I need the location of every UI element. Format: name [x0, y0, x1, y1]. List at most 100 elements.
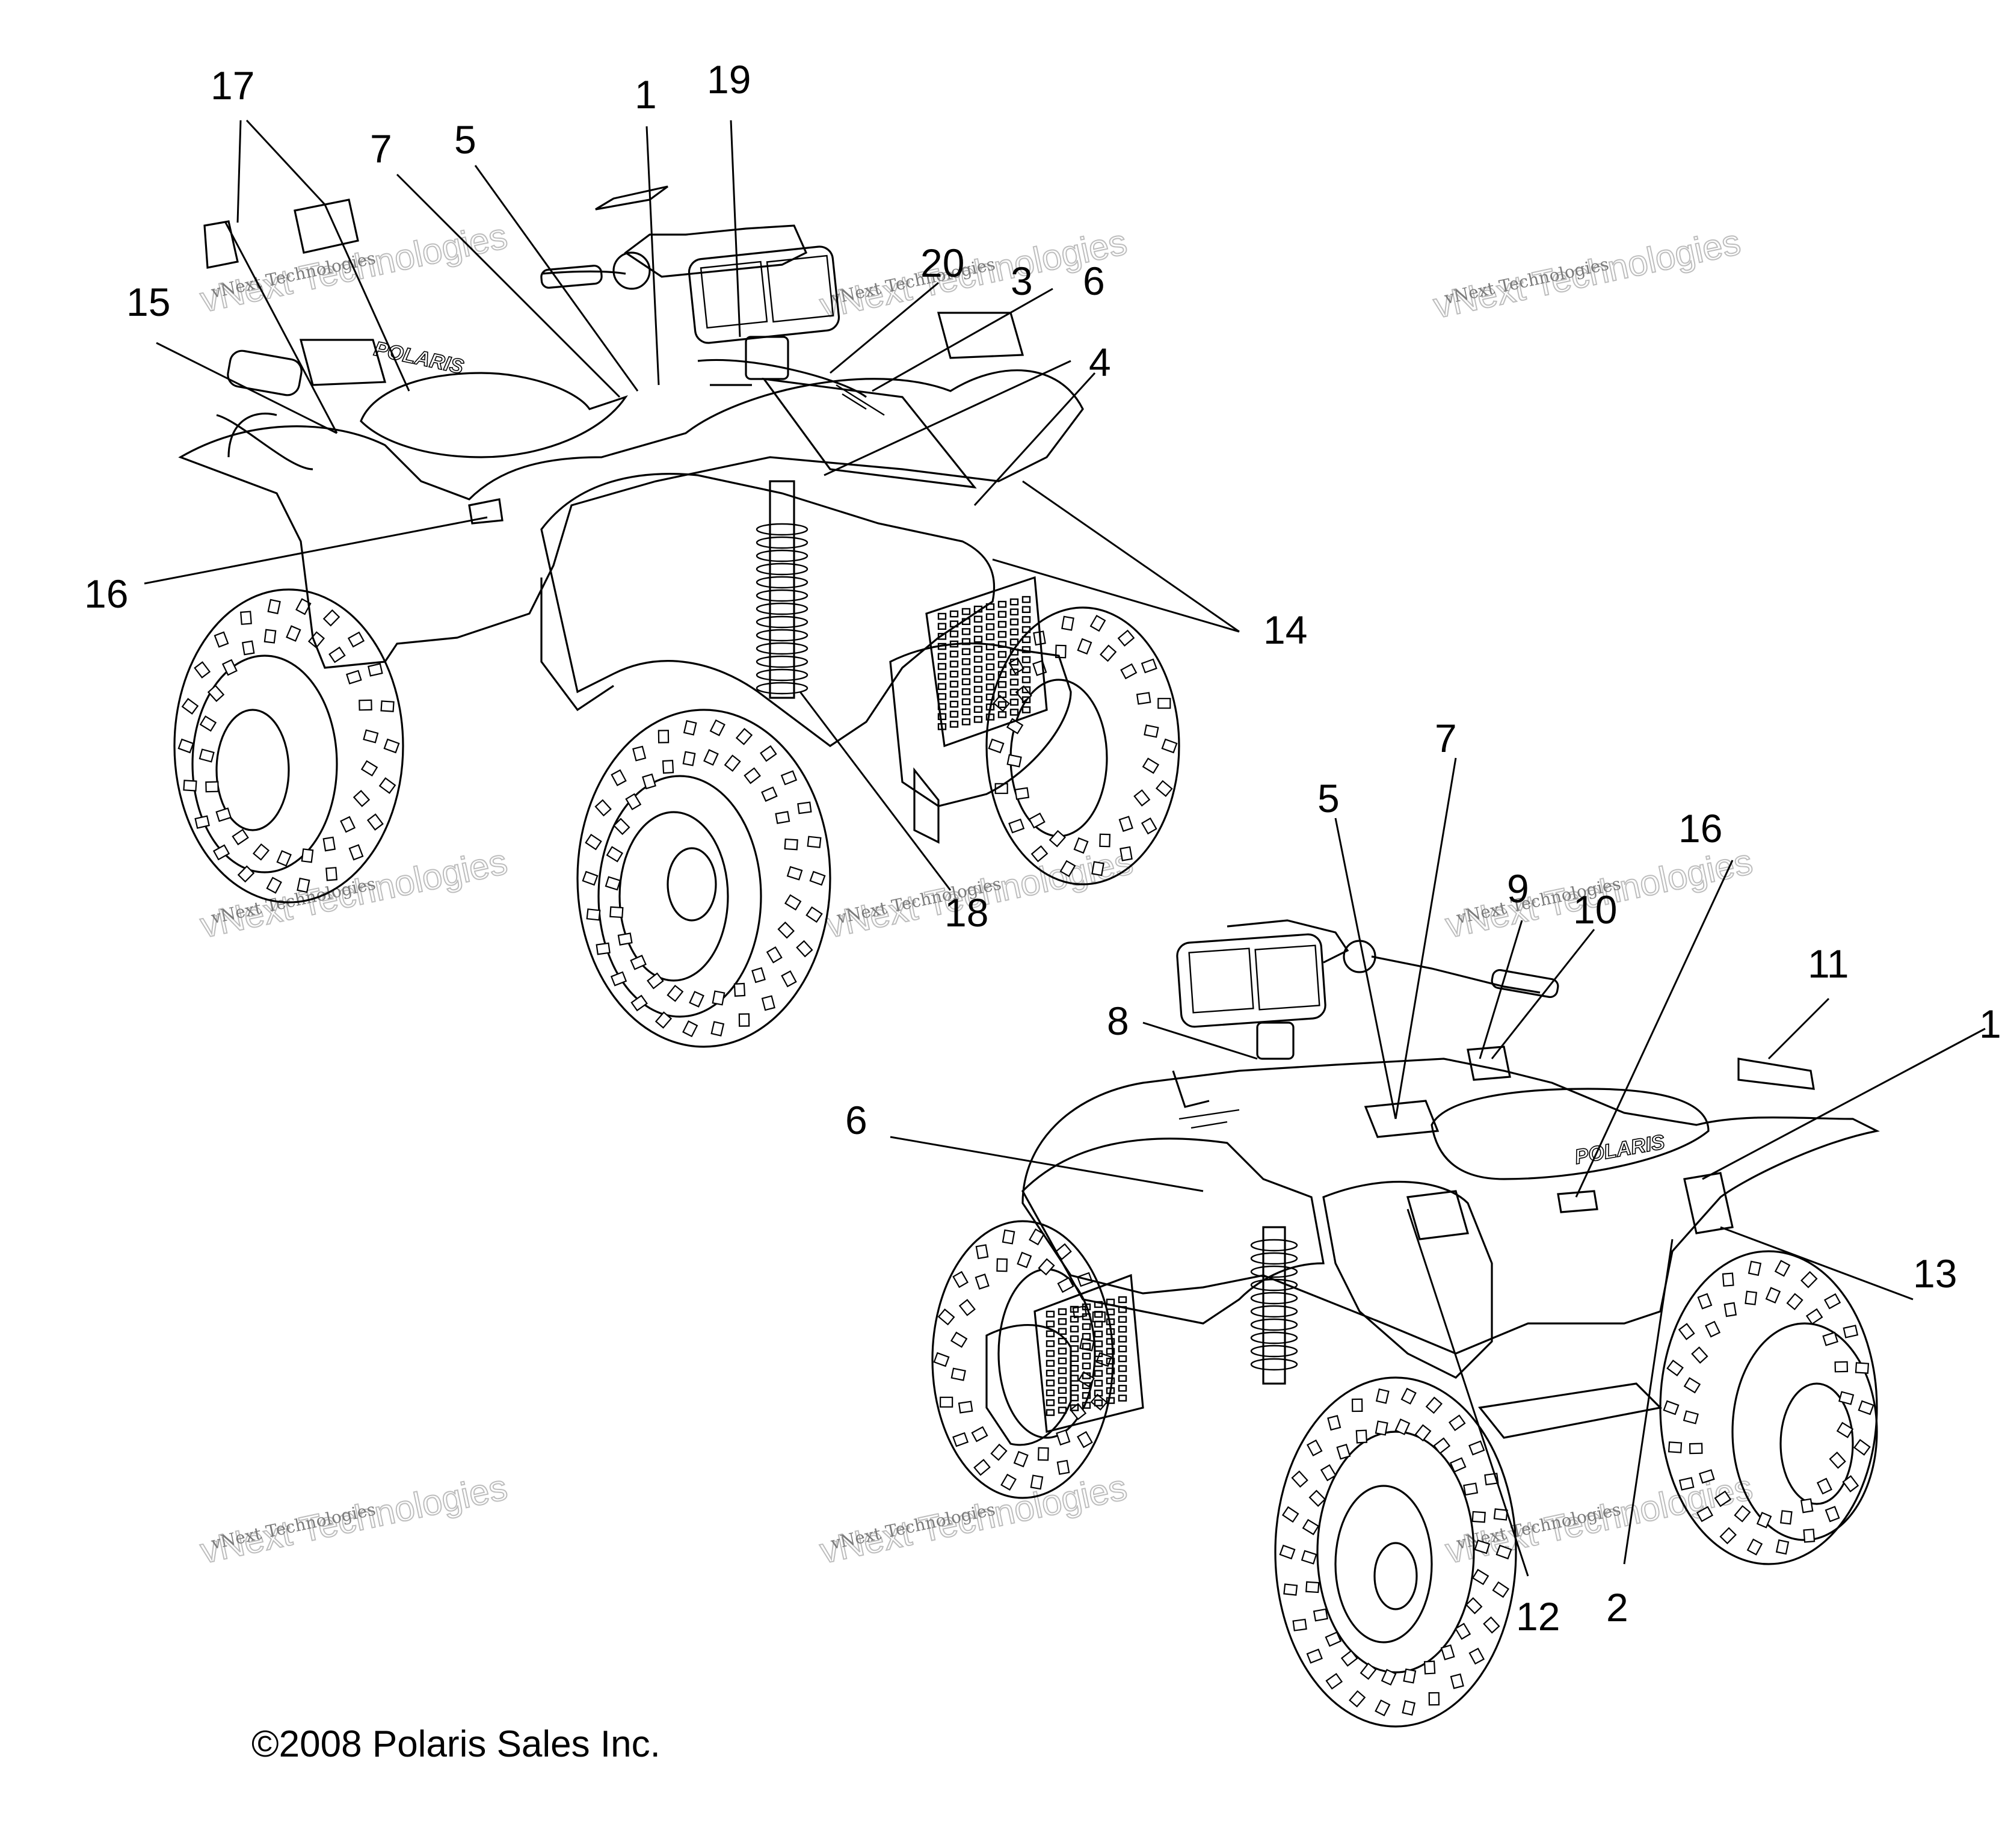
grille-slot	[1009, 638, 1019, 646]
tire-lug	[805, 906, 823, 923]
tire-lug	[1779, 1510, 1793, 1525]
tire-lug	[346, 670, 362, 685]
tire-lug	[1463, 1482, 1479, 1496]
tire-lug	[682, 751, 696, 766]
tire-lug	[353, 790, 371, 807]
grille-slot	[1021, 596, 1031, 603]
tire-lug	[1099, 833, 1111, 848]
tire-lug	[1117, 629, 1135, 647]
tire-lug	[1683, 1410, 1699, 1424]
callout-6: 6	[1083, 259, 1105, 303]
grille-slot	[1106, 1367, 1115, 1375]
tire-lug	[1029, 1228, 1045, 1246]
tire-lug	[662, 760, 674, 774]
grille-slot	[1070, 1364, 1079, 1372]
grille-slot	[973, 665, 983, 673]
tire-lug	[667, 984, 684, 1002]
tire-lug	[1423, 1660, 1436, 1675]
grille-slot	[949, 700, 959, 708]
tire-lug	[359, 699, 372, 711]
grille-slot	[1106, 1348, 1115, 1355]
callout-7: 7	[1435, 716, 1457, 760]
grille-slot	[1021, 686, 1031, 694]
tire-lug	[990, 1443, 1008, 1461]
shock-absorber	[756, 480, 808, 699]
grille-slot	[1106, 1318, 1115, 1325]
copyright-text: ©2008 Polaris Sales Inc.	[251, 1723, 661, 1765]
spring-coil	[756, 549, 808, 562]
tire-lug	[1375, 1420, 1388, 1436]
tire-lug	[1320, 1464, 1337, 1482]
tire-lug	[1281, 1506, 1299, 1523]
grille-slot	[1094, 1379, 1103, 1387]
tire-lug	[703, 749, 719, 766]
tire-lug	[368, 663, 383, 677]
grille-slot	[1021, 676, 1031, 683]
grille-slot	[961, 678, 971, 686]
grille-slot	[937, 633, 947, 640]
watermark: vNext Technologies vNext Technologies	[816, 1466, 1131, 1571]
tire-lug	[1120, 846, 1133, 861]
grille-slot	[949, 661, 959, 668]
tire-lug	[1349, 1690, 1366, 1708]
grille-slot	[1094, 1360, 1103, 1367]
decal-13	[1683, 1172, 1734, 1234]
tire-lug	[322, 836, 336, 852]
tire-lug	[712, 990, 725, 1006]
grille-slot	[973, 635, 983, 643]
grille-slot	[1118, 1296, 1127, 1304]
grille-slot	[1009, 658, 1019, 666]
fuel-tank-edge	[697, 359, 867, 398]
tire-lug	[297, 877, 310, 893]
tire-lug	[950, 1367, 966, 1381]
tire-lug	[237, 865, 255, 883]
grille-slot	[937, 723, 947, 730]
tire-lug	[1305, 1581, 1320, 1594]
tire-lug	[183, 780, 197, 792]
tire-lug	[1775, 1539, 1790, 1555]
grille-slot	[949, 670, 959, 678]
tire-lug	[1013, 1450, 1029, 1468]
rear-right-wheel	[1659, 1250, 1878, 1565]
tire-lug	[1474, 1539, 1491, 1554]
tire-lug	[1073, 837, 1089, 854]
tire-lug	[632, 745, 647, 762]
tire-lug	[993, 695, 1011, 712]
tire-lug	[760, 745, 777, 762]
tire-lug	[1002, 1229, 1015, 1245]
callout-5: 5	[454, 117, 476, 162]
tire-lug	[1468, 1647, 1485, 1665]
spring-coil	[1250, 1305, 1298, 1318]
tire-lug	[1450, 1673, 1464, 1689]
tire-lug	[1425, 1396, 1443, 1414]
grille-slot	[973, 695, 983, 703]
tire-lug	[286, 625, 301, 642]
grille-slot	[1070, 1325, 1079, 1332]
spring-coil	[756, 655, 808, 668]
front-fender	[540, 473, 996, 747]
tire-lug	[1375, 1388, 1390, 1404]
vent-slots	[836, 384, 885, 416]
tire-lug	[1308, 1489, 1326, 1508]
tire-lug	[1028, 812, 1046, 829]
tire-lug	[1455, 1622, 1471, 1640]
tire-lug	[613, 818, 630, 836]
spring-coil	[1250, 1358, 1298, 1371]
tire-lug	[241, 640, 255, 656]
spring-coil	[1250, 1239, 1298, 1252]
tire-lug	[751, 967, 766, 984]
grille-slot	[937, 612, 947, 620]
grille-slot	[1094, 1340, 1103, 1348]
tire-lug	[1678, 1323, 1695, 1340]
grille-slot	[949, 620, 959, 628]
tire-lug	[683, 719, 697, 736]
grille-slot	[1106, 1338, 1115, 1345]
grille-slot	[985, 703, 995, 711]
tire-lug	[1803, 1529, 1816, 1543]
grille-slot	[1058, 1357, 1067, 1365]
spring-coil	[756, 629, 808, 642]
radiator-grille	[925, 576, 1048, 748]
decal-17-right	[294, 199, 359, 254]
grille-slot	[1118, 1335, 1127, 1343]
tire-lug	[1037, 1447, 1049, 1461]
